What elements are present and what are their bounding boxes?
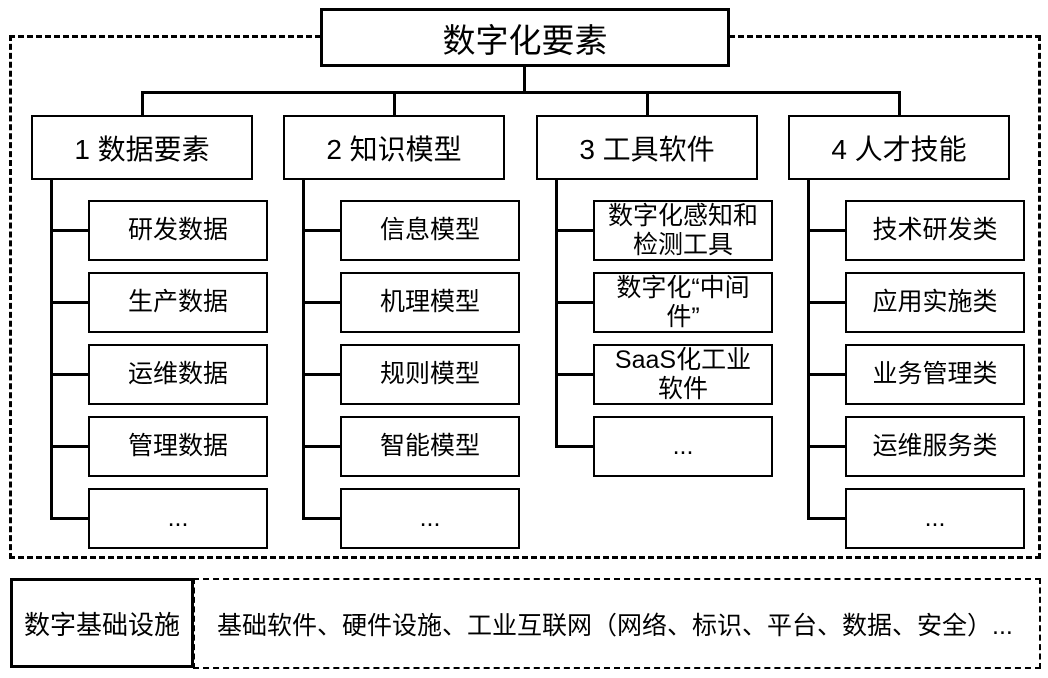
child-node: 机理模型 (301, 272, 520, 333)
column-spine-line (50, 180, 53, 519)
branch-drop-line (646, 92, 649, 115)
child-list: 信息模型 机理模型 规则模型 智能模型 ... (301, 200, 520, 549)
root-node: 数字化要素 (320, 8, 730, 67)
branch-rail-line (141, 91, 901, 94)
child-node: 管理数据 (49, 416, 268, 477)
root-connector-line (523, 67, 526, 93)
branch-data-elements: 1 数据要素 研发数据 生产数据 运维数据 管理数据 ... (31, 115, 268, 549)
branch-node-label: 3 工具软件 (536, 115, 758, 180)
column-spine-line (302, 180, 305, 519)
child-node: 运维服务类 (806, 416, 1025, 477)
branch-node-label: 2 知识模型 (283, 115, 505, 180)
child-node: 应用实施类 (806, 272, 1025, 333)
child-list: 技术研发类 应用实施类 业务管理类 运维服务类 ... (806, 200, 1025, 549)
branch-knowledge-models: 2 知识模型 信息模型 机理模型 规则模型 智能模型 ... (283, 115, 520, 549)
child-node: 生产数据 (49, 272, 268, 333)
child-node: 研发数据 (49, 200, 268, 261)
child-node-ellipsis: ... (554, 416, 773, 477)
column-spine-line (555, 180, 558, 447)
branch-drop-line (141, 92, 144, 115)
child-node: 智能模型 (301, 416, 520, 477)
child-node: 数字化“中间 件” (554, 272, 773, 333)
child-node: 运维数据 (49, 344, 268, 405)
branch-drop-line (393, 92, 396, 115)
branch-node-label: 4 人才技能 (788, 115, 1010, 180)
child-list: 数字化感知和 检测工具 数字化“中间 件” SaaS化工业 软件 ... (554, 200, 773, 477)
child-node: 业务管理类 (806, 344, 1025, 405)
child-node-ellipsis: ... (301, 488, 520, 549)
branch-node-label: 1 数据要素 (31, 115, 253, 180)
child-list: 研发数据 生产数据 运维数据 管理数据 ... (49, 200, 268, 549)
branch-talent-skills: 4 人才技能 技术研发类 应用实施类 业务管理类 运维服务类 ... (788, 115, 1025, 549)
child-node: 数字化感知和 检测工具 (554, 200, 773, 261)
infrastructure-description-box: 基础软件、硬件设施、工业互联网（网络、标识、平台、数据、安全）... (193, 578, 1041, 669)
branch-drop-line (898, 92, 901, 115)
infrastructure-description-text: 基础软件、硬件设施、工业互联网（网络、标识、平台、数据、安全）... (217, 611, 1013, 640)
child-node: 技术研发类 (806, 200, 1025, 261)
child-node-ellipsis: ... (806, 488, 1025, 549)
child-node: SaaS化工业 软件 (554, 344, 773, 405)
infrastructure-label-box: 数字基础设施 (10, 578, 194, 668)
child-node-ellipsis: ... (49, 488, 268, 549)
child-node: 信息模型 (301, 200, 520, 261)
child-node: 规则模型 (301, 344, 520, 405)
branch-tool-software: 3 工具软件 数字化感知和 检测工具 数字化“中间 件” SaaS化工业 软件 … (536, 115, 773, 477)
column-spine-line (807, 180, 810, 519)
